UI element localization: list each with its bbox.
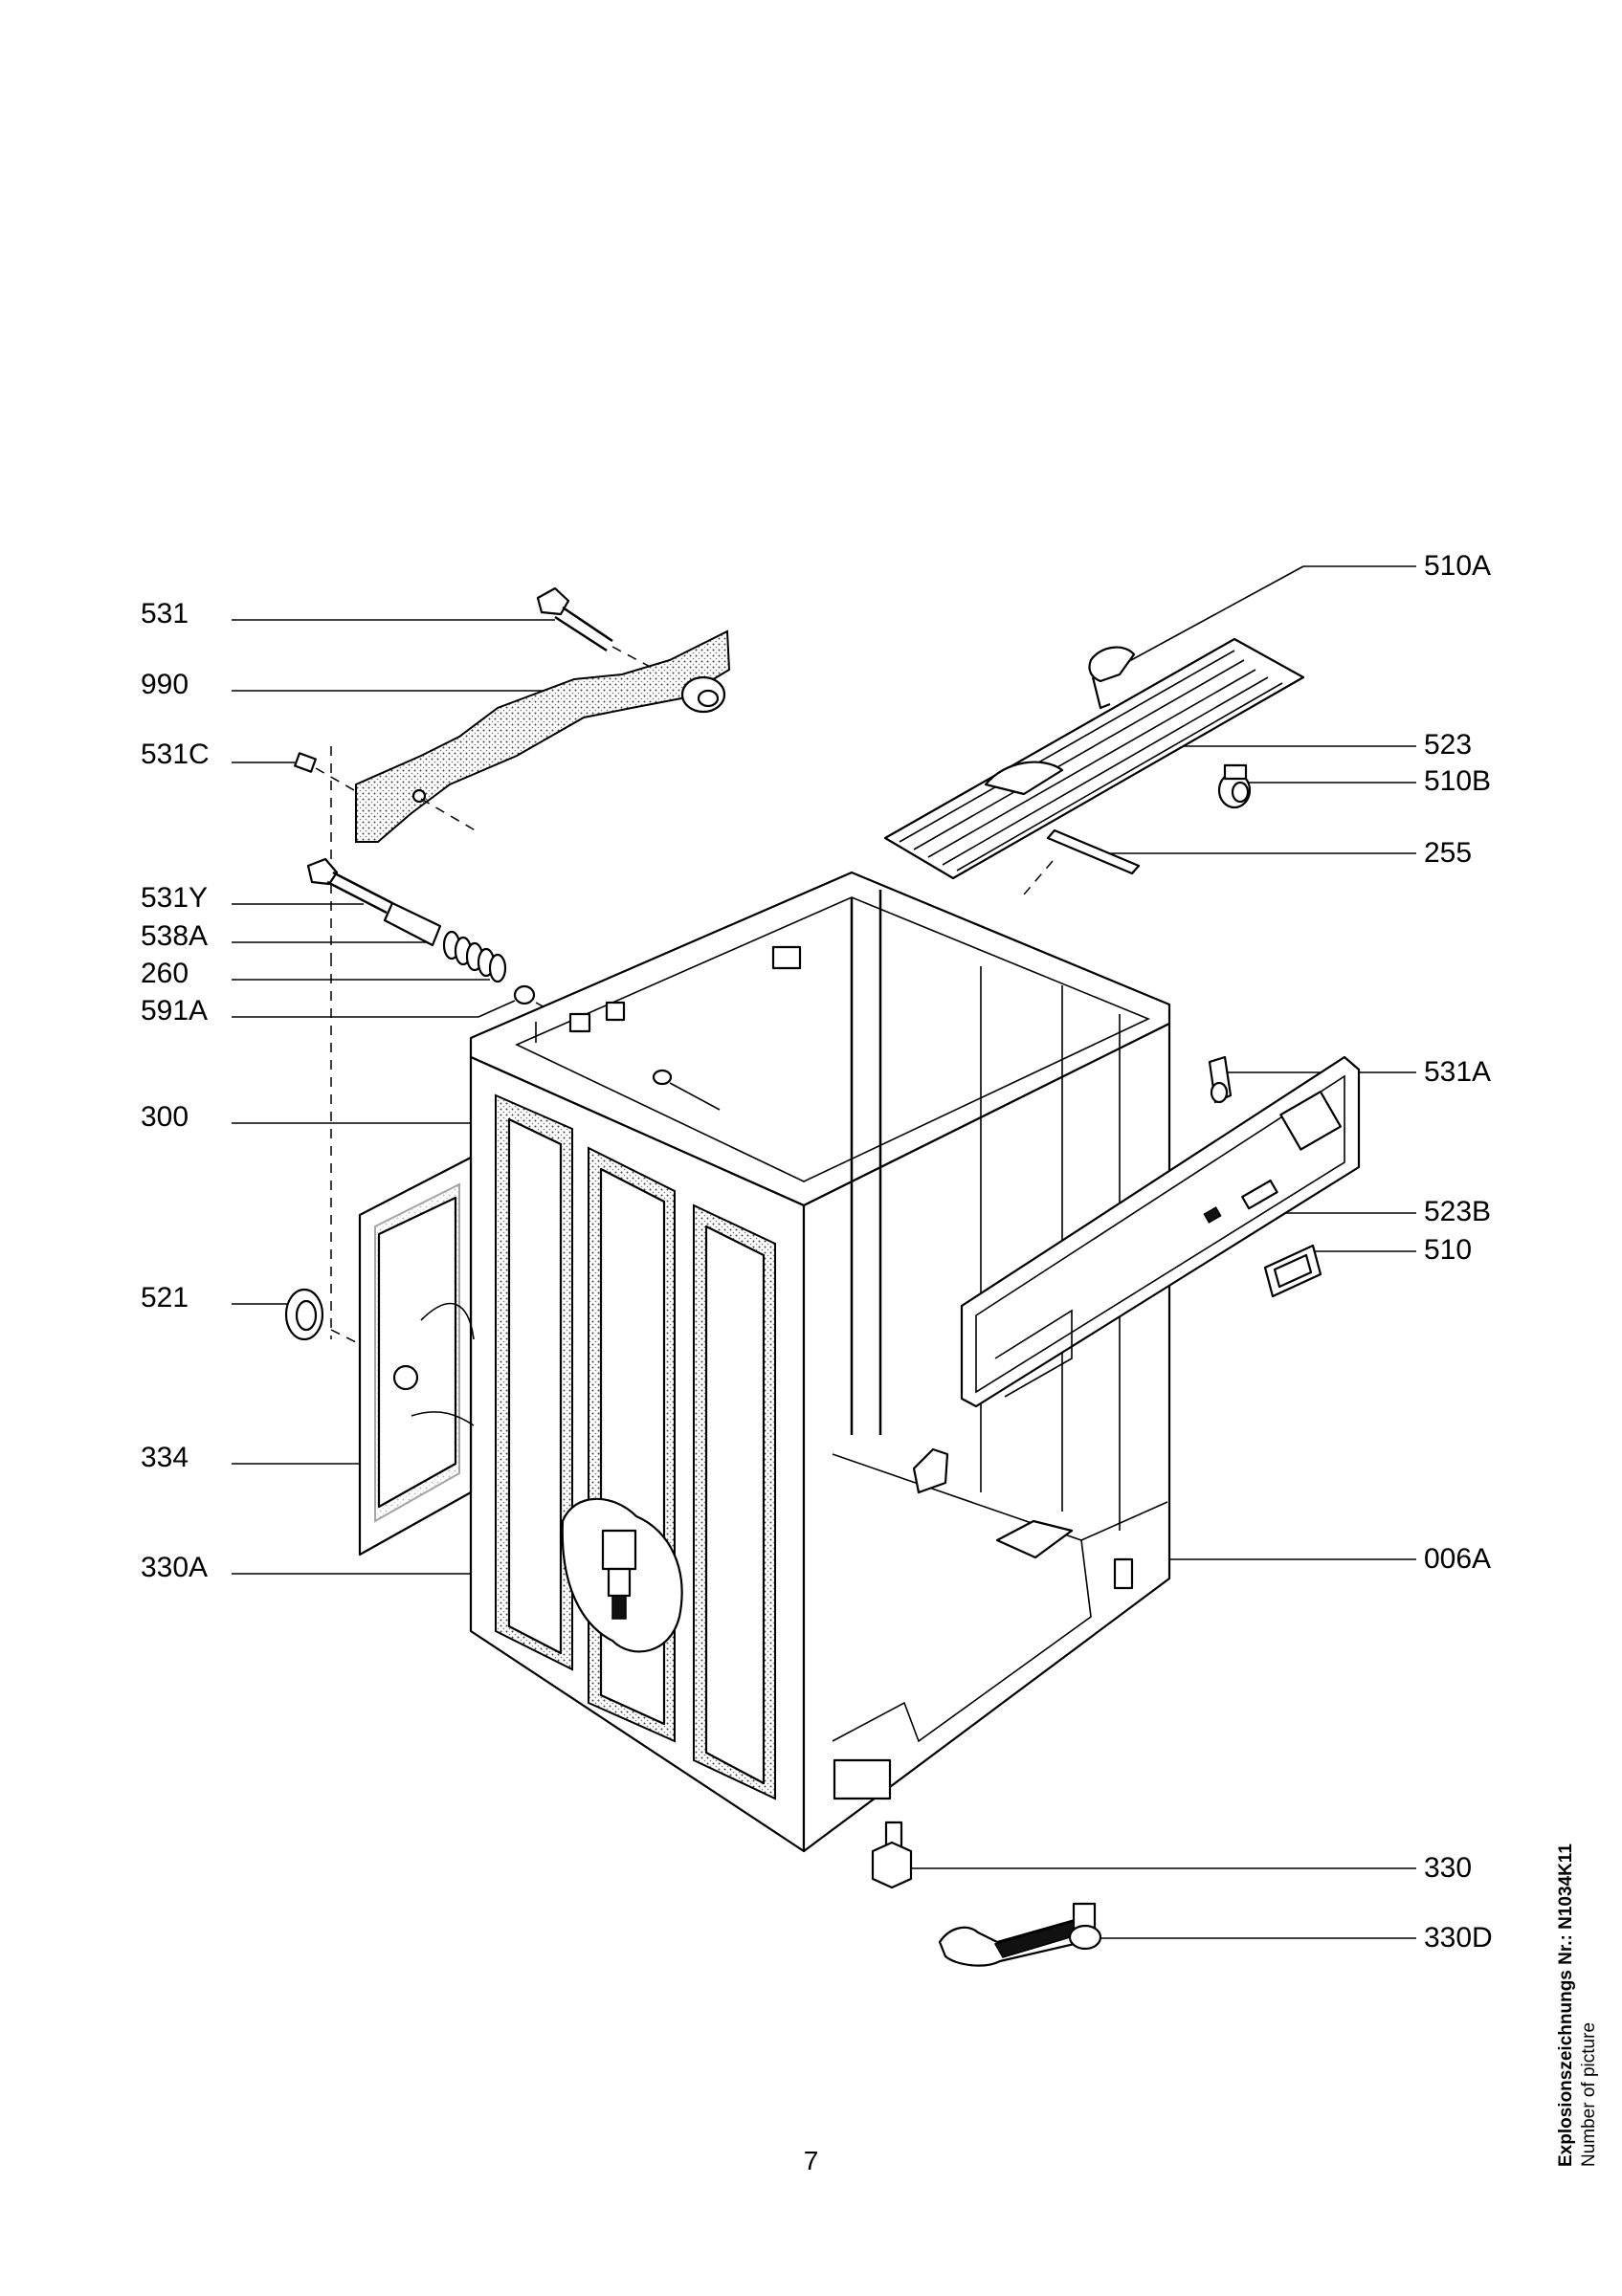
part-591A-ring — [513, 984, 536, 1005]
part-330D-wrench — [938, 1902, 1102, 1967]
drawing-number: Explosionszeichnungs Nr.: N1034K11 — [1556, 1843, 1576, 2167]
label-330: 330 — [1424, 1852, 1473, 1884]
label-330D: 330D — [1424, 1922, 1493, 1954]
label-523: 523 — [1424, 729, 1473, 761]
label-330A: 330A — [141, 1552, 209, 1583]
label-531Y: 531Y — [141, 882, 209, 914]
part-510-frame — [1263, 1244, 1322, 1298]
label-538A: 538A — [141, 920, 209, 952]
part-510B-clip — [1217, 763, 1252, 809]
label-990: 990 — [141, 669, 189, 700]
label-255: 255 — [1424, 837, 1473, 869]
label-006A: 006A — [1424, 1543, 1492, 1575]
part-531-bolt — [536, 586, 671, 678]
label-523B: 523B — [1424, 1196, 1492, 1227]
leader-591A-b — [478, 1000, 516, 1018]
drawing-caption: Explosionszeichnungs Nr.: N1034K11 Numbe… — [1555, 1631, 1612, 2167]
part-330A-foot — [561, 1497, 683, 1653]
part-510A-bracket — [1088, 646, 1136, 710]
part-334-side-panel — [330, 1156, 475, 1556]
part-260-spring — [442, 930, 507, 983]
part-523B-control-panel — [960, 1055, 1361, 1408]
part-531C-screw — [294, 752, 355, 791]
part-521-grommet — [284, 1288, 324, 1341]
leader-510A-b — [1109, 565, 1304, 673]
label-510: 510 — [1424, 1234, 1473, 1266]
label-531C: 531C — [141, 739, 210, 770]
part-330-foot — [871, 1821, 913, 1889]
label-510B: 510B — [1424, 765, 1492, 797]
part-523-top-cover — [883, 637, 1305, 880]
label-531A: 531A — [1424, 1056, 1492, 1088]
label-531: 531 — [141, 598, 189, 629]
part-531A-clip — [1208, 1055, 1233, 1104]
page-number: 7 — [803, 2146, 819, 2175]
label-334: 334 — [141, 1442, 189, 1473]
drawing-number-label: Number of picture — [1579, 2021, 1599, 2167]
label-521: 521 — [141, 1282, 189, 1314]
label-591A: 591A — [141, 995, 209, 1027]
label-510A: 510A — [1424, 550, 1492, 582]
part-300-cabinet — [469, 871, 1171, 1853]
part-531Y-bolt-assembly — [306, 857, 575, 1339]
label-300: 300 — [141, 1101, 189, 1133]
part-990-beam — [330, 629, 731, 957]
part-255-strip — [1023, 828, 1141, 895]
label-260: 260 — [141, 958, 189, 989]
